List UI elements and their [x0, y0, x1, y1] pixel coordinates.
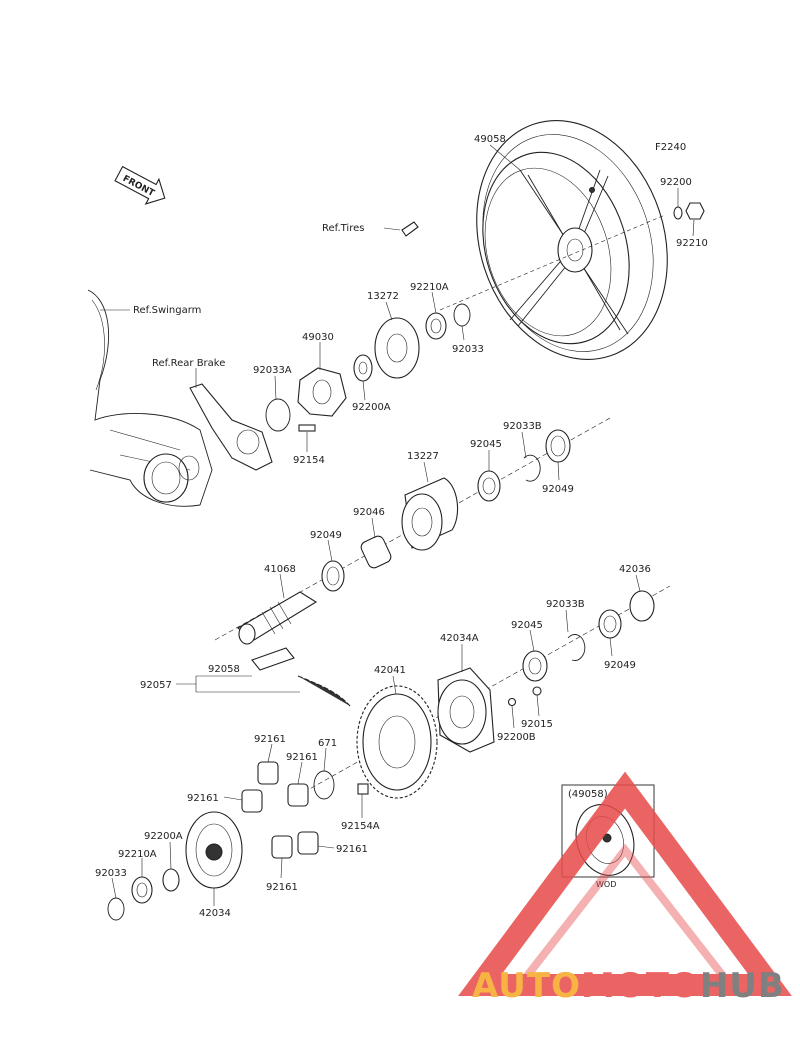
part-label-49058: 49058	[474, 134, 506, 145]
washer-92200a	[353, 354, 373, 382]
bearing-92046	[360, 535, 392, 569]
part-label-92210a: 92210A	[410, 282, 449, 293]
part-label-92161-a: 92161	[254, 734, 286, 745]
part-label-41068: 41068	[264, 564, 296, 575]
part-label-92045-top: 92045	[470, 439, 502, 450]
watermark-logo: AUTOMOTOHUB	[458, 771, 792, 1006]
rear-brake-bracket-ref	[178, 383, 273, 481]
chain-link-kit	[251, 647, 351, 707]
part-label-92200a: 92200A	[352, 402, 391, 413]
washer-92200	[673, 206, 683, 220]
part-labels: 49058 92200 92210 Ref.Tires 13272 92210A…	[95, 134, 708, 919]
svg-text:AUTOMOTOHUB: AUTOMOTOHUB	[472, 966, 785, 1006]
inset-title: (49058)	[568, 789, 608, 800]
part-label-92161-d: 92161	[336, 844, 368, 855]
seal-92049-right	[598, 609, 622, 639]
part-label-92033a: 92033A	[253, 365, 292, 376]
nut-92210	[685, 202, 705, 220]
circlip-92033b-mid	[567, 634, 586, 661]
part-label-92210: 92210	[676, 238, 708, 249]
watermark-text-moto: MOTO	[581, 966, 700, 1006]
part-label-92161-e: 92161	[266, 882, 298, 893]
part-label-92049-right: 92049	[604, 660, 636, 671]
circlip-92033a	[265, 398, 291, 432]
part-label-92161-b: 92161	[286, 752, 318, 763]
ref-label-tires: Ref.Tires	[322, 223, 364, 234]
front-arrow-icon: FRONT	[114, 165, 166, 205]
part-label-92046: 92046	[353, 507, 385, 518]
hub-13227	[401, 477, 459, 551]
damper-92161-d	[297, 831, 319, 855]
part-label-671: 671	[318, 738, 337, 749]
part-label-92033b-top: 92033B	[503, 421, 542, 432]
part-label-42041: 42041	[374, 665, 406, 676]
bolt-92154	[298, 424, 316, 432]
bearing-92210a-low	[131, 876, 153, 904]
watermark-text-auto: AUTO	[472, 966, 581, 1006]
circlip-92033	[453, 303, 471, 327]
spacer-42036	[629, 590, 655, 622]
damper-92161-c	[241, 789, 263, 813]
part-label-42036: 42036	[619, 564, 651, 575]
part-label-42034: 42034	[199, 908, 231, 919]
bearing-92045-top	[477, 470, 501, 502]
seal-92049-top	[545, 429, 571, 463]
part-label-92049-top: 92049	[542, 484, 574, 495]
part-label-92058: 92058	[208, 664, 240, 675]
part-label-92200b: 92200B	[497, 732, 536, 743]
swingarm-ref	[87, 289, 213, 507]
damper-92161-e	[271, 835, 293, 859]
part-label-92033-low: 92033	[95, 868, 127, 879]
circlip-92033b-top	[523, 454, 541, 482]
bearing-92045-mid	[522, 650, 548, 682]
circlip-92033-low	[107, 897, 125, 921]
seal-92049-mid	[321, 560, 345, 592]
hub-49030	[297, 367, 347, 417]
bearing-92210a	[425, 312, 447, 340]
part-label-92210a-low: 92210A	[118, 849, 157, 860]
part-label-92057: 92057	[140, 680, 172, 691]
part-label-92015: 92015	[521, 719, 553, 730]
part-label-13227: 13227	[407, 451, 439, 462]
tire-valve	[383, 221, 419, 237]
part-label-92161-c: 92161	[187, 793, 219, 804]
part-label-92200a-low: 92200A	[144, 831, 183, 842]
part-label-92154: 92154	[293, 455, 325, 466]
part-label-42034a: 42034A	[440, 633, 479, 644]
damper-92161-a	[257, 761, 279, 785]
part-label-92200: 92200	[660, 177, 692, 188]
diagram-id: F2240	[655, 142, 686, 153]
washer-92200b	[507, 697, 517, 707]
watermark-text-hub: HUB	[700, 966, 785, 1006]
ref-label-swingarm: Ref.Swingarm	[133, 305, 201, 316]
washer-92200a-low	[162, 868, 180, 892]
part-label-13272: 13272	[367, 291, 399, 302]
leader-lines	[100, 144, 695, 906]
coupling-42034	[185, 811, 243, 889]
inset-caption: WOD	[596, 880, 616, 889]
nut-92015	[532, 686, 542, 696]
rear-wheel	[476, 119, 668, 361]
sprocket-42041	[356, 685, 438, 799]
shaft-41068	[237, 591, 318, 645]
oring-671	[313, 770, 335, 800]
part-label-92033: 92033	[452, 344, 484, 355]
part-label-92154a: 92154A	[341, 821, 380, 832]
plate-13272	[374, 317, 420, 379]
bolt-92154a	[357, 783, 369, 795]
part-label-92045-mid: 92045	[511, 620, 543, 631]
part-label-92033b-mid: 92033B	[546, 599, 585, 610]
part-label-49030: 49030	[302, 332, 334, 343]
damper-92161-b	[287, 783, 309, 807]
ref-label-rear-brake: Ref.Rear Brake	[152, 358, 225, 369]
sprocket-carrier-42034a	[437, 667, 495, 753]
part-label-92049-mid: 92049	[310, 530, 342, 541]
